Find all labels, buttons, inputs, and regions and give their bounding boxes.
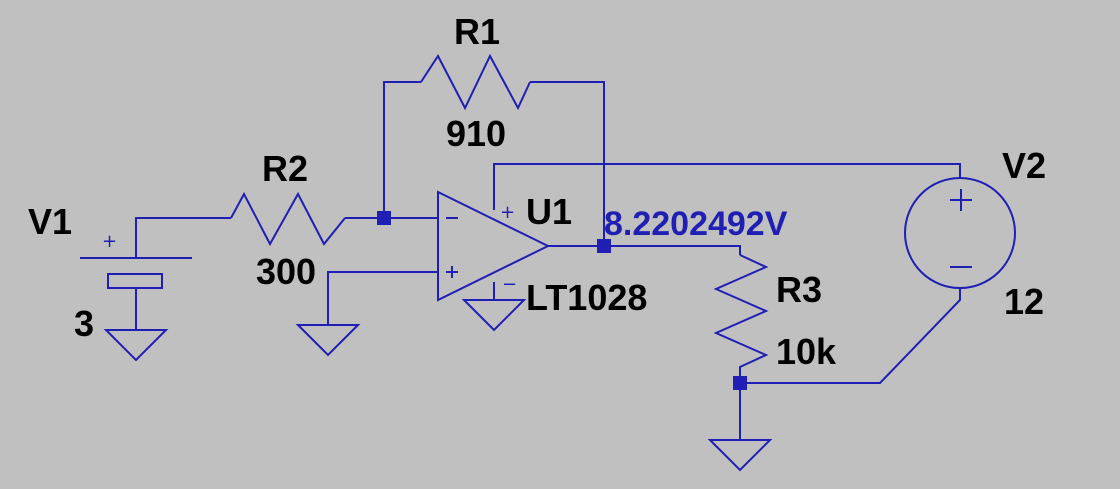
u1-supply-minus-sign: −: [502, 274, 517, 295]
resistor-r1-symbol[interactable]: [420, 53, 531, 111]
output-voltage-probe-label: 8.2202492V: [604, 205, 788, 243]
voltage-source-v1-symbol[interactable]: +: [80, 231, 192, 330]
ground-r3-symbol: [707, 439, 773, 472]
resistor-r3-symbol[interactable]: [713, 254, 769, 383]
r1-name-label: R1: [454, 11, 500, 52]
r3-value-label: 10k: [776, 331, 837, 372]
wire-feedback-left: [383, 81, 421, 218]
wire-feedback-right: [530, 81, 605, 246]
junction-output-node[interactable]: [597, 239, 611, 253]
opamp-u1-symbol[interactable]: + −: [437, 190, 551, 302]
resistor-r2-symbol[interactable]: [230, 191, 346, 247]
r1-value-label: 910: [446, 113, 506, 154]
wire-v1-to-r2: [135, 217, 231, 258]
v1-name-label: V1: [28, 201, 72, 242]
v1-value-label: 3: [74, 303, 94, 344]
v2-value-label: 12: [1004, 281, 1044, 322]
r2-name-label: R2: [262, 148, 308, 189]
v2-name-label: V2: [1002, 145, 1046, 186]
u1-model-label: LT1028: [526, 277, 647, 318]
v1-plus-sign: +: [102, 231, 117, 252]
ground-opamp-symbol: [461, 299, 527, 332]
junction-inverting-node[interactable]: [377, 211, 391, 225]
wire-v2-negative-to-r3: [740, 288, 961, 384]
u1-name-label: U1: [526, 191, 572, 232]
wires: [135, 81, 961, 440]
voltage-source-v2-symbol[interactable]: [904, 177, 1016, 289]
wire-opamp-output: [548, 245, 741, 255]
r2-value-label: 300: [256, 251, 316, 292]
wire-v2-positive-supply: [493, 163, 961, 210]
u1-supply-plus-sign: +: [500, 202, 515, 223]
ground-noninverting-symbol: [295, 324, 361, 357]
ground-v1-symbol: [103, 329, 169, 362]
wire-noninverting-to-ground: [327, 271, 438, 325]
junction-r3-v2-node[interactable]: [733, 376, 747, 390]
r3-name-label: R3: [776, 269, 822, 310]
